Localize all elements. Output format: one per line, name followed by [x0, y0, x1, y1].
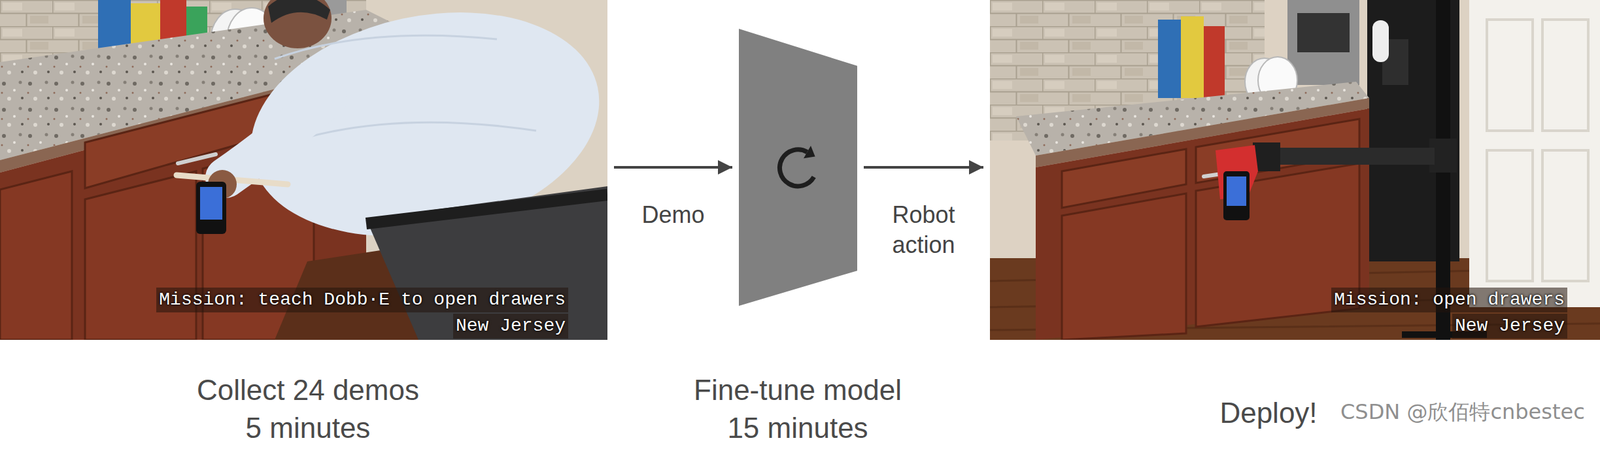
deploy-photo-scene-part — [1226, 176, 1247, 206]
demo-photo-scene — [0, 0, 608, 341]
demo-photo-scene-part — [307, 122, 537, 138]
location-text-slot: New Jersey — [1452, 313, 1568, 339]
demo-photo-scene-part — [200, 187, 223, 220]
deploy-photo-scene-part — [1297, 13, 1350, 53]
model-trapezoid — [738, 28, 858, 307]
location-text: New Jersey — [1452, 313, 1568, 339]
edge-label: Demo — [627, 200, 720, 231]
demo-photo-scene-part — [196, 181, 227, 235]
deploy-photo-scene-part — [1542, 150, 1589, 282]
demo-photo-scene-part — [366, 186, 608, 341]
deploy-photo-scene-part — [989, 0, 1600, 341]
location-text: New Jersey — [453, 313, 569, 339]
demo-photo: Mission: teach Dobb·E to open drawersNew… — [0, 0, 608, 341]
deploy-photo: Mission: open drawersNew JerseyDeploy! — [989, 0, 1600, 341]
watermark: CSDN @欣佰特cnbestec — [1340, 398, 1585, 426]
trapezoid-outline — [738, 28, 858, 307]
deploy-photo-scene-part — [1223, 171, 1250, 221]
demo-photo-scene-part — [366, 194, 608, 224]
step-caption-slot: Collect 24 demos 5 minutes — [190, 371, 426, 448]
flow-arrow — [613, 166, 733, 169]
demo-photo-scene-part — [85, 171, 197, 341]
edge-label-slot: Robot action — [878, 200, 970, 261]
deploy-photo-scene-part — [1203, 26, 1225, 99]
deploy-photo-scene-part — [1469, 0, 1600, 308]
demo-photo-scene-part — [0, 171, 72, 341]
step-caption-slot: Fine-tune model 15 minutes — [680, 371, 916, 448]
step-caption: Collect 24 demos 5 minutes — [190, 371, 426, 448]
flow-arrow — [863, 166, 984, 169]
deploy-photo-scene-part — [1061, 193, 1187, 341]
edge-label: Robot action — [878, 200, 970, 261]
refresh-icon-head — [803, 145, 816, 159]
deploy-photo-scene-part — [1486, 19, 1533, 131]
mission-text: Mission: teach Dobb·E to open drawers — [156, 287, 569, 313]
edge-label-slot: Demo — [627, 200, 720, 231]
mission-text-slot: Mission: open drawers — [1331, 287, 1568, 313]
demo-photo-scene-part — [268, 0, 331, 23]
mission-text-slot: Mission: teach Dobb·E to open drawers — [156, 287, 569, 313]
fine-tune-trapezoid: Fine-tune model 15 minutes — [738, 28, 858, 307]
deploy-photo-scene-part — [1287, 0, 1360, 86]
demo-photo-scene-part — [263, 0, 332, 49]
deploy-photo-scene-part — [1486, 150, 1533, 282]
step-caption: Fine-tune model 15 minutes — [680, 371, 916, 448]
deploy-photo-scene-part — [1157, 19, 1181, 99]
deploy-photo-scene-part — [1542, 19, 1589, 131]
deploy-photo-scene-part — [1180, 16, 1204, 99]
label-slot: CSDN @欣佰特cnbestec — [1340, 398, 1585, 426]
deploy-photo-scene-part — [1277, 147, 1435, 165]
location-text-slot: New Jersey — [453, 313, 569, 339]
deploy-photo-scene-part — [1372, 20, 1389, 63]
deploy-photo-scene — [989, 0, 1600, 341]
deploy-photo-scene-part — [1035, 108, 1370, 341]
demo-photo-scene-part — [225, 98, 327, 178]
mission-text: Mission: open drawers — [1331, 287, 1568, 313]
demo-photo-scene-part — [177, 154, 216, 164]
